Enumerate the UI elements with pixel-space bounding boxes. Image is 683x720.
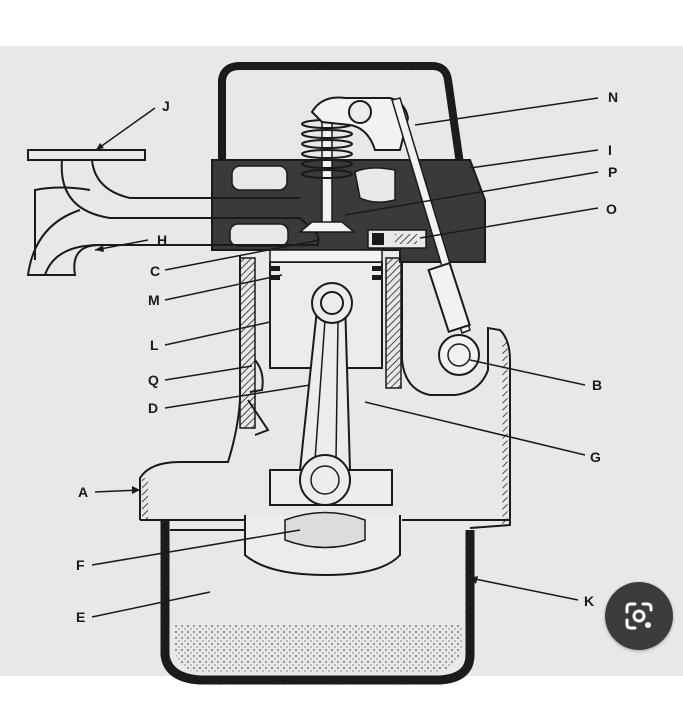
crankpin-inner: [310, 465, 340, 495]
leader-G: [364, 401, 586, 456]
leader-K: [469, 577, 579, 601]
piston-ring-1: [270, 266, 280, 271]
crankcase-outline: [139, 255, 241, 520]
leader-P: [344, 171, 599, 216]
label-E: E: [76, 609, 85, 625]
leader-F: [91, 529, 301, 566]
cylinder-wall-right: [385, 257, 402, 389]
label-B: B: [592, 377, 602, 393]
label-A: A: [78, 484, 88, 500]
oil-level: [175, 625, 462, 672]
valve-head: [297, 221, 357, 233]
combustion-chamber: [269, 249, 383, 263]
exhaust-outer-curve: [34, 186, 91, 260]
google-lens-button[interactable]: [605, 582, 673, 650]
label-G: G: [590, 449, 601, 465]
label-M: M: [148, 292, 160, 308]
label-N: N: [608, 89, 618, 105]
leader-O: [419, 207, 599, 239]
label-J: J: [162, 98, 170, 114]
leader-Q: [164, 365, 253, 381]
piston-ring-4: [372, 275, 382, 280]
label-P: P: [608, 164, 617, 180]
cylinder-wall-left: [239, 257, 256, 429]
head-coolant-passage-2: [229, 223, 289, 247]
spark-plug-electrode: [372, 233, 384, 245]
exhaust-manifold-flange: [27, 149, 146, 161]
crankshaft-main-journal: [284, 511, 366, 549]
leader-L: [164, 321, 271, 346]
leader-N: [414, 97, 599, 126]
rocker-cover-hatch: [219, 63, 465, 179]
piston-pin: [320, 291, 344, 315]
leader-E: [91, 591, 211, 618]
label-K: K: [584, 593, 594, 609]
head-coolant-passage-3: [354, 167, 396, 203]
label-H: H: [157, 232, 167, 248]
leader-H: [94, 239, 149, 251]
label-L: L: [150, 337, 159, 353]
piston-ring-3: [372, 266, 382, 271]
block-right-outline: [401, 262, 511, 529]
cylinder-skirt: [247, 399, 270, 436]
crankpin: [299, 454, 351, 506]
leader-M: [164, 274, 283, 301]
label-Q: Q: [148, 372, 159, 388]
leader-arrowheads: [95, 143, 478, 584]
valve-lifter: [427, 261, 471, 334]
label-F: F: [76, 557, 85, 573]
spark-plug-thread: [395, 234, 417, 244]
label-I: I: [608, 142, 612, 158]
exhaust-outlet: [28, 244, 101, 276]
camshaft: [438, 334, 480, 376]
leader-B: [469, 359, 586, 386]
label-O: O: [606, 201, 617, 217]
leader-D: [164, 384, 311, 409]
label-C: C: [150, 263, 160, 279]
crankcase-flange: [140, 519, 251, 531]
exhaust-pipe-outer: [26, 159, 319, 276]
google-lens-icon: [625, 602, 653, 630]
piston-pin-boss: [311, 282, 353, 324]
water-jacket: [249, 359, 264, 393]
exhaust-pipe-inner: [91, 159, 300, 199]
rocker-pivot: [348, 100, 372, 124]
leader-I: [469, 149, 599, 169]
head-coolant-passage-1: [231, 165, 288, 191]
oil-sump-wall-hatch: [161, 520, 474, 684]
piston-ring-2: [270, 275, 280, 280]
label-D: D: [148, 400, 158, 416]
leader-lines: [91, 97, 599, 618]
leader-J: [95, 107, 156, 151]
leader-C: [164, 239, 321, 271]
camshaft-inner: [447, 343, 471, 367]
